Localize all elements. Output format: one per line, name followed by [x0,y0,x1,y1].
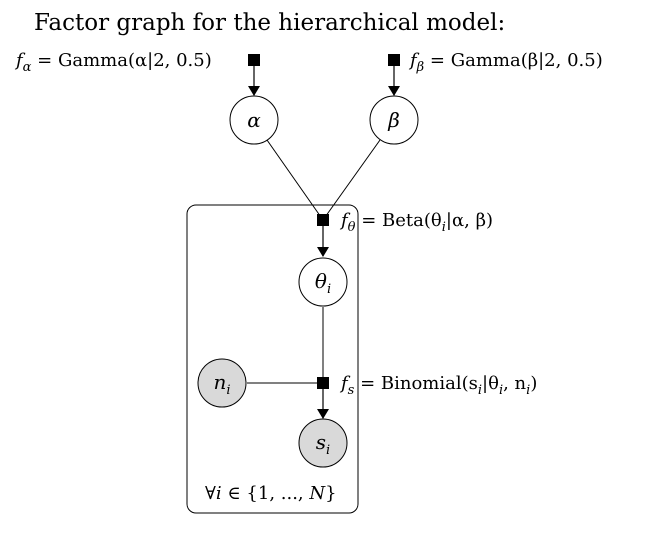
plate [186,204,359,514]
node-n-observed [197,358,247,408]
factor-s-label: fs = Binomial(si|θi, ni) [339,373,537,398]
edge-beta-to-f-theta [322,139,381,221]
factor-alpha-square [248,54,260,66]
node-s-label: si [316,430,330,458]
node-n-label: ni [213,370,230,398]
factor-beta-label: fβ = Gamma(β|2, 0.5) [408,50,603,75]
plate-label: ∀i ∈ {1, ..., N} [205,483,337,504]
diagram-title: Factor graph for the hierarchical model: [34,10,505,36]
node-beta [369,95,419,145]
node-beta-label: β [387,108,400,132]
factor-theta-square [317,214,329,226]
factor-theta-label: fθ = Beta(θi|α, β) [339,210,493,235]
node-alpha [229,95,279,145]
node-theta [298,257,348,307]
factor-beta-square [388,54,400,66]
edge-alpha-to-f-theta [266,139,324,221]
factor-s-square [317,377,329,389]
factor-alpha-label: fα = Gamma(α|2, 0.5) [14,50,212,75]
node-s-observed [298,418,348,468]
node-theta-label: θi [315,269,331,297]
node-alpha-label: α [247,108,261,132]
